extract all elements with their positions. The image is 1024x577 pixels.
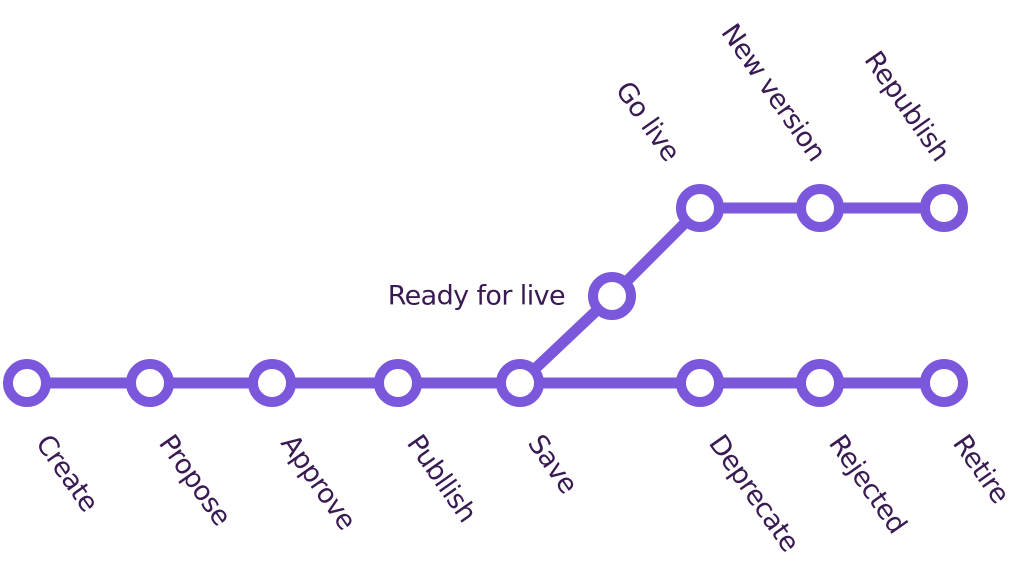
station-save[interactable] xyxy=(496,359,544,407)
station-label-propose: Propose xyxy=(152,429,236,531)
station-propose[interactable] xyxy=(126,359,174,407)
station-label-new-version: New version xyxy=(715,18,832,167)
station-label-republish: Republish xyxy=(858,46,956,167)
branch-line xyxy=(514,202,950,389)
station-republish[interactable] xyxy=(920,184,968,232)
station-retire[interactable] xyxy=(920,359,968,407)
station-label-deprecate: Deprecate xyxy=(702,429,805,557)
stations xyxy=(3,184,968,407)
station-label-publish: Publlish xyxy=(400,429,482,528)
station-label-go-live: Go live xyxy=(609,76,686,167)
station-deprecate[interactable] xyxy=(676,359,724,407)
station-labels: Create Propose Approve Publlish Save Deprecat… xyxy=(29,18,1015,557)
station-create[interactable] xyxy=(3,359,51,407)
station-label-save: Save xyxy=(521,429,583,499)
station-rejected[interactable] xyxy=(796,359,844,407)
station-label-ready-for-live: Ready for live xyxy=(388,281,565,312)
station-label-retire: Retire xyxy=(946,429,1015,509)
station-ready-for-live[interactable] xyxy=(588,272,636,320)
station-new-version[interactable] xyxy=(796,184,844,232)
station-label-rejected: Rejected xyxy=(822,429,912,539)
station-go-live[interactable] xyxy=(676,184,724,232)
station-label-approve: Approve xyxy=(274,429,361,535)
station-label-create: Create xyxy=(29,429,104,517)
station-approve[interactable] xyxy=(248,359,296,407)
station-publish[interactable] xyxy=(374,359,422,407)
